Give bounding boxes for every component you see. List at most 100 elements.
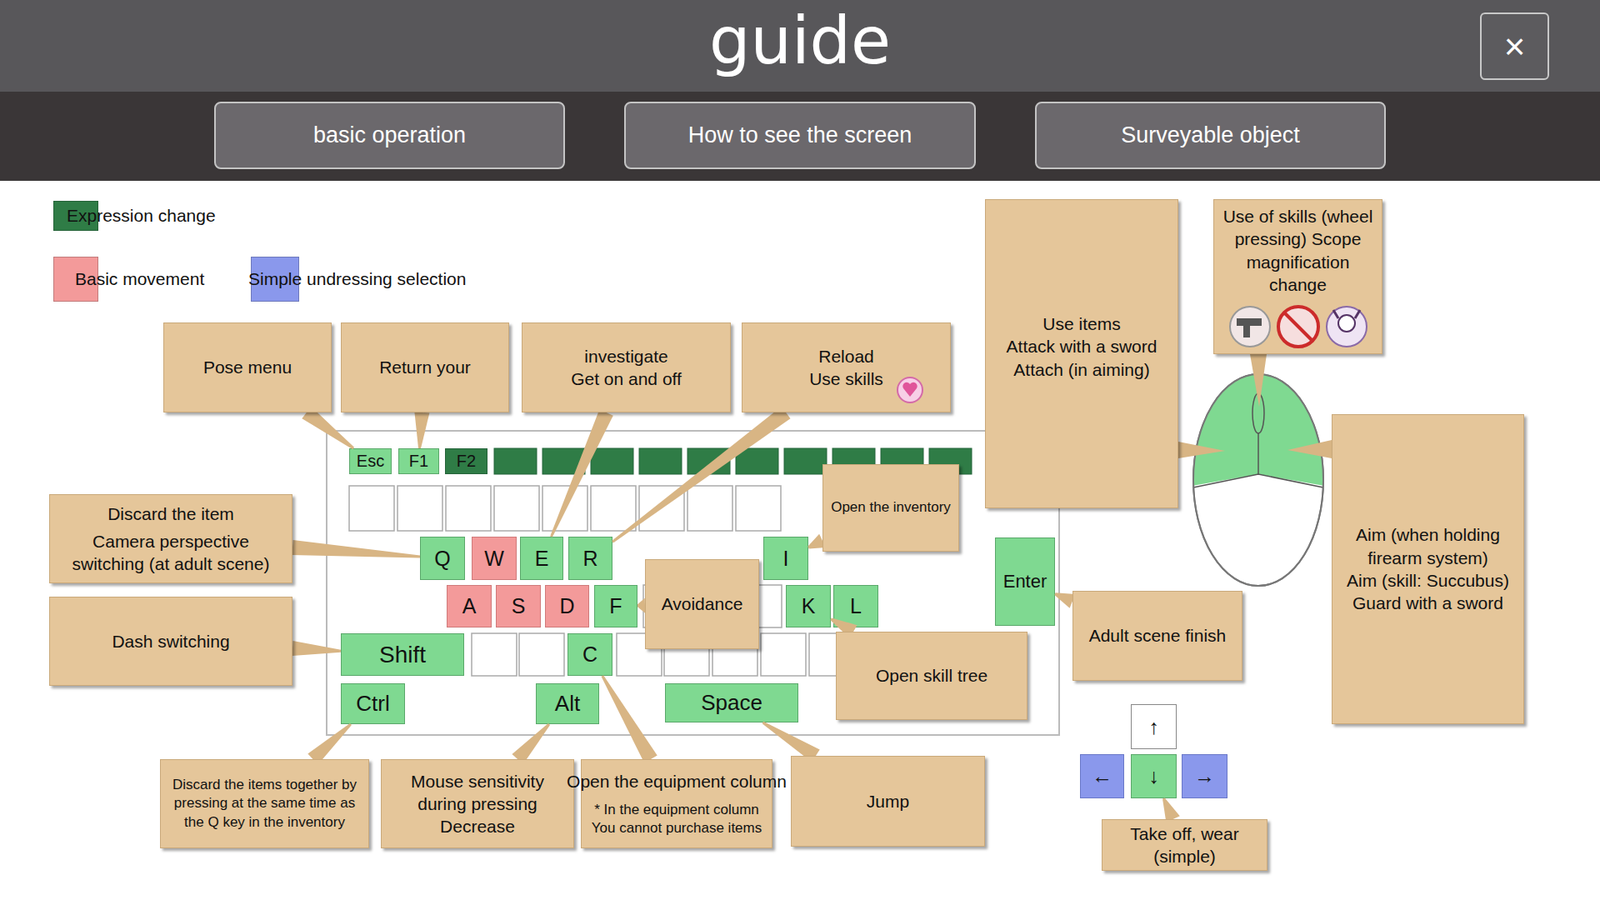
leader-line: [830, 617, 857, 638]
tab-label: basic operation: [313, 122, 466, 149]
callout-box: Adult scene finish: [1072, 590, 1243, 681]
keyboard-key: Shift: [340, 633, 465, 676]
leader-wedge: [291, 640, 341, 656]
keyboard-key: Alt: [535, 683, 600, 725]
keyboard-key: Esc: [349, 448, 392, 475]
callout-box: Mouse sensitivity during pressingDecreas…: [380, 759, 575, 849]
callout-box: Open skill tree: [835, 631, 1028, 720]
callout-text: Guard with a sword: [1352, 591, 1504, 615]
key-label: E: [535, 546, 550, 571]
callout-box: Use itemsAttack with a swordAttach (in a…: [985, 199, 1179, 509]
callout-text: Open the equipment column: [566, 770, 787, 793]
callout-text: Discard the item: [107, 502, 235, 525]
tab-label: Surveyable object: [1120, 122, 1300, 149]
keyboard-key: E: [520, 536, 564, 580]
callout-box: Use of skills (wheel pressing) Scope mag…: [1213, 199, 1383, 355]
callout-text: Aim (when holding firearm system): [1337, 523, 1519, 570]
leader-wedge: [301, 406, 355, 450]
key-label: C: [582, 642, 598, 667]
leader-line: [807, 534, 826, 550]
callout-text: Discard the items together by pressing a…: [165, 775, 364, 831]
callout-box: Open the inventory: [822, 464, 960, 552]
leader-line: [611, 406, 790, 544]
key-label: Enter: [1003, 570, 1048, 593]
legend-text: Simple undressing selection: [248, 269, 466, 290]
key-label: ←: [1091, 764, 1113, 789]
leader-line: [291, 640, 341, 656]
key-label: Esc: [356, 451, 385, 471]
legend-text: Expression change: [66, 205, 216, 226]
callout-box: Open the equipment column* In the equipm…: [580, 759, 773, 849]
callout-text: * In the equipment column You cannot pur…: [586, 800, 767, 838]
key-label: Alt: [555, 690, 580, 717]
page-title: guide: [0, 3, 1600, 79]
leader-wedge: [807, 534, 826, 550]
key-label: ↑: [1148, 715, 1160, 740]
keyboard-key: S: [495, 585, 541, 628]
key-label: ↓: [1148, 764, 1160, 789]
key-label: Shift: [379, 641, 426, 669]
leader-wedge: [1054, 592, 1075, 608]
callout-text: Avoidance: [661, 592, 744, 615]
leader-wedge: [830, 617, 857, 638]
callout-text: Attach (in aiming): [1013, 358, 1150, 381]
leader-wedge: [307, 723, 352, 765]
key-label: D: [559, 594, 575, 619]
leader-line: [637, 598, 645, 614]
keyboard-key: ↑: [1130, 704, 1177, 750]
callout-text: Camera perspective switching (at adult s…: [55, 530, 287, 576]
tab-button: How to see the screen: [624, 101, 976, 170]
keyboard-key: F: [594, 585, 638, 628]
callout-text: investigate: [584, 345, 668, 368]
callout-box: Avoidance: [645, 559, 760, 650]
callout-text: Use items: [1042, 312, 1120, 335]
legend-text: Basic movement: [75, 269, 205, 290]
callout-text: Decrease: [440, 815, 515, 838]
callout-text: Return your: [379, 355, 471, 379]
leader-line: [762, 721, 820, 763]
keyboard-key: ↓: [1130, 754, 1177, 799]
key-label: F2: [456, 451, 476, 471]
key-label: L: [850, 594, 862, 619]
key-label: →: [1194, 764, 1215, 789]
callout-text: Adult scene finish: [1089, 624, 1227, 647]
leader-wedge: [637, 598, 645, 614]
callout-text: Reload: [818, 345, 875, 368]
callout-text: Use skills: [809, 367, 884, 390]
keyboard-key: I: [763, 536, 809, 580]
leader-line: [1162, 797, 1180, 822]
key-label: A: [462, 594, 477, 619]
callout-text: Pose menu: [203, 355, 292, 379]
keyboard-key: C: [567, 633, 613, 676]
leader-wedge: [601, 675, 658, 763]
leader-line: [1054, 592, 1075, 608]
callout-box: Aim (when holding firearm system)Aim (sk…: [1331, 414, 1525, 725]
callout-box: Discard the itemCamera perspective switc…: [49, 494, 293, 584]
callout-box: Pose menu: [163, 322, 332, 413]
keyboard-key: F2: [445, 448, 488, 475]
callout-text: Mouse sensitivity during pressing: [386, 770, 569, 816]
key-label: Ctrl: [355, 690, 390, 717]
callout-text: Get on and off: [570, 367, 682, 390]
leader-wedge: [762, 721, 820, 763]
key-label: F: [609, 594, 622, 619]
keyboard-key: A: [446, 585, 492, 628]
callout-text: Open skill tree: [875, 664, 988, 687]
keyboard-key: ←: [1080, 754, 1125, 799]
key-label: I: [783, 546, 790, 571]
key-label: Space: [700, 690, 763, 716]
key-label: W: [484, 546, 505, 571]
callout-box: Discard the items together by pressing a…: [160, 759, 370, 849]
tab-button: basic operation: [214, 101, 565, 170]
keyboard-key: Q: [420, 536, 465, 580]
key-label: F1: [409, 451, 429, 471]
leader-line: [307, 723, 352, 765]
key-label: Q: [434, 546, 450, 571]
keyboard-key: Enter: [995, 537, 1055, 626]
callout-text: Jump: [866, 790, 910, 813]
keyboard-key: L: [833, 585, 879, 628]
leader-line: [301, 406, 355, 450]
leader-line: [414, 411, 430, 449]
leader-line: [291, 540, 420, 559]
callout-text: Aim (skill: Succubus): [1346, 569, 1510, 592]
